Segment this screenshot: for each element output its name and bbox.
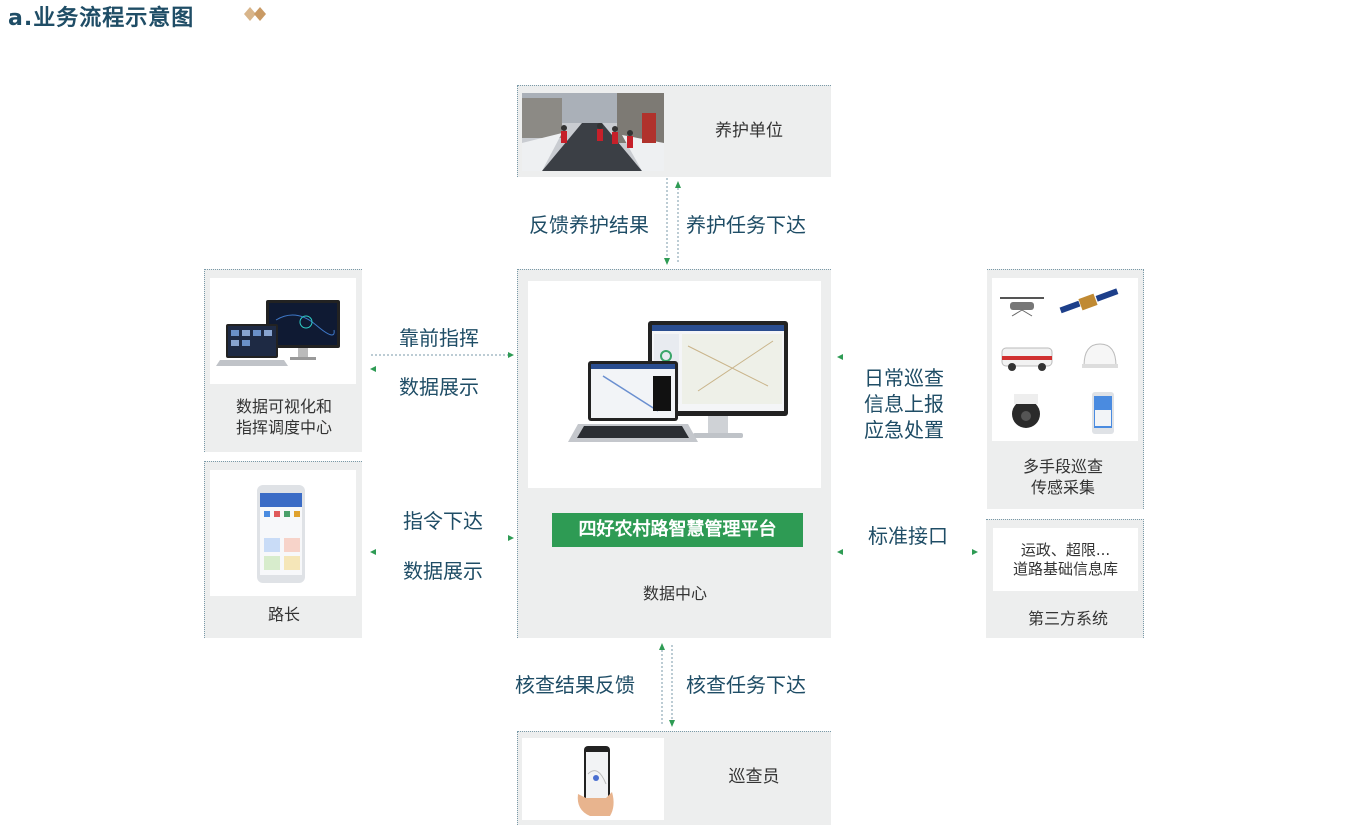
flow-data-display-lower: 数据展示 xyxy=(403,559,483,583)
third-party-label: 第三方系统 xyxy=(1027,609,1108,628)
visual-center-label-line2: 指挥调度中心 xyxy=(235,418,332,437)
flow-data-display-upper: 数据展示 xyxy=(399,375,479,399)
flow-daily-patrol: 日常巡查 xyxy=(864,366,944,390)
flow-forward-command: 靠前指挥 xyxy=(399,326,479,350)
road-chief-label: 路长 xyxy=(267,605,300,624)
sensing-label-line2: 传感采集 xyxy=(1030,478,1095,497)
diagram-title: a.业务流程示意图 xyxy=(8,6,195,31)
flow-verification-feedback: 核查结果反馈 xyxy=(515,673,635,697)
flow-verification-assign: 核查任务下达 xyxy=(686,673,806,697)
flow-info-report: 信息上报 xyxy=(864,392,944,416)
mobile-phone-app-icon xyxy=(257,485,305,583)
road-chief-card xyxy=(210,470,356,596)
platform-title-banner: 四好农村路智慧管理平台 xyxy=(552,513,803,547)
sensing-devices-icon xyxy=(1000,288,1119,434)
desktop-laptop-dashboard-icon xyxy=(216,300,340,366)
flow-assign-maintenance: 养护任务下达 xyxy=(686,213,806,237)
platform-screens-card xyxy=(528,281,821,488)
inspector-node: 巡查员 xyxy=(517,731,831,825)
sensing-collection-node: 多手段巡查 传感采集 xyxy=(987,269,1144,509)
road-chief-node: 路长 xyxy=(204,461,362,638)
data-center-label: 数据中心 xyxy=(642,584,707,603)
flow-instruction-issue: 指令下达 xyxy=(403,509,483,533)
maintenance-unit-node: 养护单位 xyxy=(517,85,831,177)
road-snow-cleaning-photo xyxy=(522,93,664,171)
flow-emergency-handling: 应急处置 xyxy=(864,418,944,442)
third-party-content-line2: 道路基础信息库 xyxy=(1012,560,1118,578)
visual-command-center-node: 数据可视化和 指挥调度中心 xyxy=(204,269,362,452)
maintenance-unit-label: 养护单位 xyxy=(715,121,783,141)
inspector-label: 巡查员 xyxy=(728,767,780,787)
data-center-node: 四好农村路智慧管理平台 数据中心 xyxy=(517,269,831,638)
inspector-card xyxy=(522,738,664,820)
visual-center-card xyxy=(210,278,356,384)
diamond-decoration-icon xyxy=(244,7,266,21)
sensing-label-line1: 多手段巡查 xyxy=(1022,457,1103,476)
flow-feedback-maintenance: 反馈养护结果 xyxy=(529,213,649,237)
third-party-content-line1: 运政、超限... xyxy=(1020,541,1111,559)
sensing-devices-card xyxy=(992,278,1138,441)
third-party-card: 运政、超限... 道路基础信息库 xyxy=(993,528,1138,591)
visual-center-label-line1: 数据可视化和 xyxy=(235,397,332,416)
third-party-system-node: 运政、超限... 道路基础信息库 第三方系统 xyxy=(986,519,1144,638)
flow-standard-interface: 标准接口 xyxy=(868,524,948,548)
hand-phone-icon xyxy=(577,746,614,816)
laptop-monitor-platform-icon xyxy=(568,321,788,442)
